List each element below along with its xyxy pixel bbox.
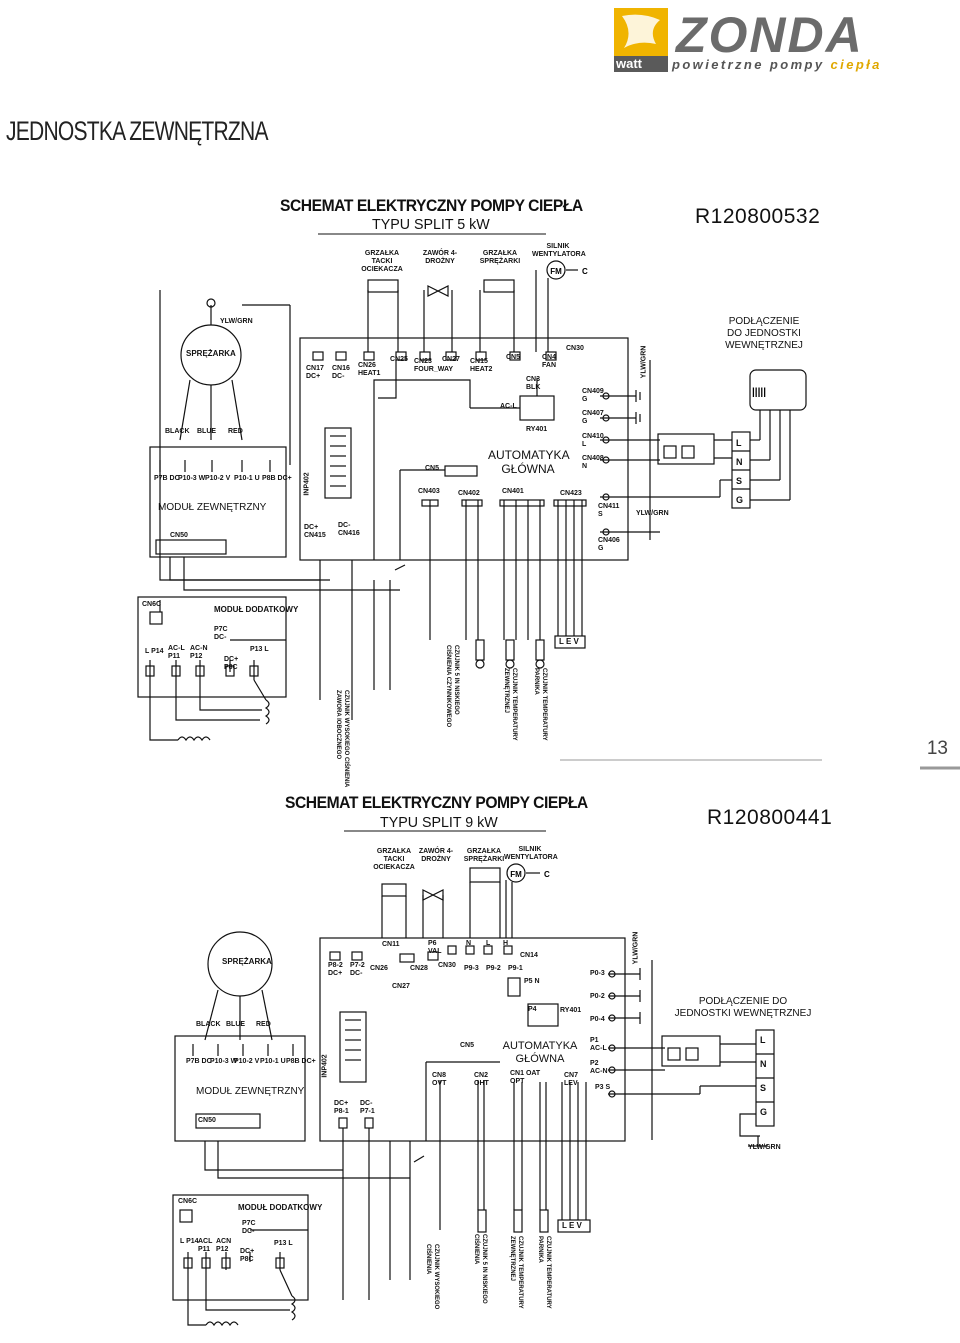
port-acl: AC-L: [500, 403, 517, 410]
logo-tagline-1: powietrzne pompy: [672, 57, 825, 72]
diagram2-title: SCHEMAT ELEKTRYCZNY POMPY CIEPŁA: [285, 793, 588, 812]
diagram2-ref: R120800441: [707, 806, 833, 829]
port-cn401: CN401: [502, 488, 524, 495]
port-p8c: DC+ P8C: [224, 656, 239, 671]
label-ylw-grn-2: YLW/GRN: [636, 510, 669, 517]
port-cn17: CN17 DC+: [306, 365, 324, 380]
page-heading: JEDNOSTKA ZEWNĘTRZNA: [6, 116, 268, 146]
page-number: 13: [926, 738, 948, 759]
logo-tagline: powietrzne pompy ciepła: [672, 57, 882, 72]
logo-tagline-2: ciepła: [830, 57, 882, 72]
port-cn5-fan: CN5: [506, 354, 521, 361]
port-p13: P13 L: [250, 646, 269, 653]
label-main-board: AUTOMATYKA GŁÓWNA: [488, 448, 570, 476]
terminal-g: G: [736, 495, 744, 505]
label-compressor: SPRĘŻARKA: [186, 349, 236, 358]
svg-text:C: C: [544, 870, 550, 879]
brand-logo: [612, 4, 892, 74]
label-compressor-ground: YLW/GRN: [220, 318, 253, 325]
port-cn27: CN27: [442, 356, 460, 363]
logo-mark-icon: [614, 8, 668, 72]
terminal-n: N: [736, 457, 743, 467]
label-wire-black: BLACK: [165, 428, 190, 435]
port-p7b: P7B DC-: [154, 475, 183, 482]
logo-sub: watt: [616, 56, 642, 71]
terminal-s: S: [736, 476, 743, 486]
port-cn3: CN3 BLK: [526, 376, 541, 391]
terminal-l: L: [736, 438, 742, 448]
label-wire-blue: BLUE: [197, 428, 217, 435]
port-p10-2: P10-2 V: [205, 475, 231, 482]
diagram1-title: SCHEMAT ELEKTRYCZNY POMPY CIEPŁA: [280, 196, 583, 215]
label-tray-heater: GRZAŁKA TACKI OCIEKACZA: [361, 250, 403, 273]
port-p14: L P14: [145, 648, 164, 655]
port-cn407: CN407 G: [582, 410, 604, 425]
logo-wordmark: ZONDA: [676, 7, 864, 63]
svg-text:|||||: |||||: [752, 387, 766, 398]
label-fan-motor: SILNIK WENTYLATORA: [532, 243, 586, 258]
port-cn410: CN410 L: [582, 433, 604, 448]
port-cn415: DC+ CN415: [304, 524, 326, 539]
port-cn30: CN30: [566, 345, 584, 352]
diagram2-subtitle: TYPU SPLIT 9 kW: [380, 814, 498, 831]
label-cn50: CN50: [170, 532, 188, 539]
port-cn26: CN26 HEAT1: [358, 362, 381, 377]
port-cn402: CN402: [458, 490, 480, 497]
port-cn416: DC- CN416: [338, 522, 360, 537]
svg-text:FM: FM: [550, 267, 562, 276]
port-cn4: CN4 FAN: [542, 354, 557, 369]
port-cn25: CN25: [390, 356, 408, 363]
port-cn23: CN23 FOUR_WAY: [414, 358, 454, 373]
label-wire-red: RED: [228, 428, 243, 435]
port-cn406: CN406 G: [598, 537, 620, 552]
port-cn5: CN5: [425, 465, 440, 472]
label-extra-module: MODUŁ DODATKOWY: [214, 605, 299, 614]
diagram1-subtitle: TYPU SPLIT 5 kW: [372, 216, 490, 233]
port-ry401: RY401: [526, 426, 548, 433]
label-compressor-heater: GRZAŁKA SPRĘŻARKI: [479, 250, 521, 265]
label-4way-valve: ZAWÓR 4-DROŻNY: [422, 250, 458, 265]
svg-text:FM: FM: [510, 870, 522, 879]
port-p12: AC-N P12: [190, 645, 208, 660]
port-cn409: CN409 G: [582, 388, 604, 403]
diagram1-ref: R120800532: [695, 205, 821, 228]
port-p10-3: P10-3 W: [178, 475, 206, 482]
port-cn16: CN16 DC-: [332, 365, 350, 380]
port-p11: AC-L P11: [168, 645, 185, 660]
label-outer-module: MODUŁ ZEWNĘTRZNY: [158, 502, 267, 513]
label-indoor-connection: PODŁĄCZENIE DO JEDNOSTKI WEWNĘTRZNEJ: [725, 316, 803, 351]
port-cn6c: CN6C: [142, 601, 162, 608]
port-cn403: CN403: [418, 488, 440, 495]
wiring-diagram-5kw: FM C |||||: [137, 260, 807, 742]
port-p10-1: P10-1 U: [234, 475, 260, 482]
port-cn408: CN408 N: [582, 455, 604, 470]
diagram1-labels: GRZAŁKA TACKI OCIEKACZA ZAWÓR 4-DROŻNY G…: [142, 243, 803, 787]
port-p7c: P7C DC-: [214, 626, 228, 641]
port-cn423: CN423: [560, 490, 582, 497]
port-p8b: P8B DC+: [262, 475, 292, 482]
port-cn411: CN411 S: [598, 503, 620, 518]
label-lev: L E V: [559, 637, 579, 646]
port-cn15: CN15 HEAT2: [470, 358, 493, 373]
svg-text:C: C: [582, 267, 588, 276]
